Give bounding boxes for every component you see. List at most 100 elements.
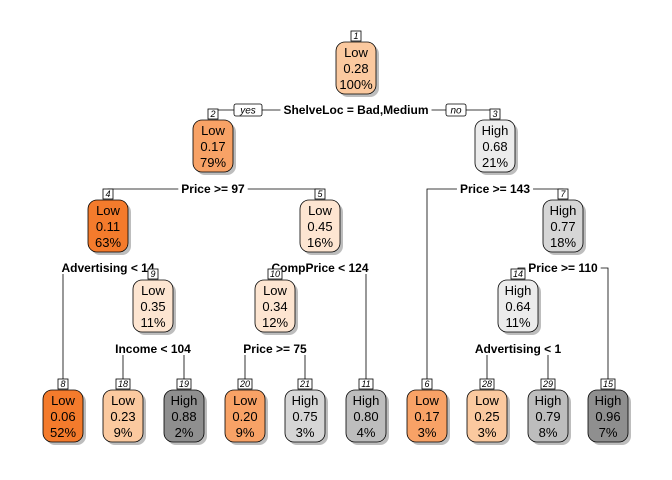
split-label-bg-10 — [240, 342, 310, 355]
node-class-11: High — [353, 393, 380, 408]
node-prob-11: 0.80 — [353, 409, 378, 424]
split-label-3: Price >= 143 — [460, 182, 530, 196]
node-box-3 — [474, 119, 516, 173]
split-label-bg-7 — [525, 261, 601, 274]
node-id-9: 9 — [150, 269, 155, 279]
node-id-box-18 — [115, 378, 131, 390]
node-id-box-11 — [358, 378, 374, 390]
node-id-box-19 — [176, 378, 192, 390]
node-class-4: Low — [96, 203, 120, 218]
node-pct-2: 79% — [200, 155, 226, 170]
node-class-6: Low — [415, 393, 439, 408]
node-id-10: 10 — [270, 269, 280, 279]
split-label-bg-3 — [456, 182, 534, 195]
node-id-box-4 — [102, 188, 114, 200]
node-prob-15: 0.96 — [595, 409, 620, 424]
node-id-box-20 — [237, 378, 253, 390]
node-class-1: Low — [344, 45, 368, 60]
node-box-1 — [335, 41, 377, 95]
edge-tag-no: no — [450, 106, 462, 117]
node-id-1: 1 — [353, 31, 358, 41]
node-pct-28: 3% — [478, 425, 497, 440]
node-pct-14: 11% — [505, 315, 530, 330]
tree-nodes: 1Low0.28100%2Low0.1779%3High0.6821%4Low0… — [42, 30, 631, 445]
node-class-21: High — [292, 393, 319, 408]
node-box-7 — [542, 199, 584, 253]
node-pct-20: 9% — [236, 425, 255, 440]
node-pct-11: 4% — [357, 425, 376, 440]
node-pct-15: 7% — [599, 425, 618, 440]
node-prob-7: 0.77 — [550, 219, 575, 234]
split-label-bg-2 — [178, 182, 248, 195]
node-box-21 — [284, 389, 326, 443]
node-id-box-8 — [57, 378, 69, 390]
node-prob-8: 0.06 — [50, 409, 75, 424]
node-prob-6: 0.17 — [414, 409, 439, 424]
node-id-box-1 — [350, 30, 362, 42]
node-id-box-5 — [314, 188, 326, 200]
node-class-14: High — [505, 283, 532, 298]
split-label-bg-9 — [112, 342, 194, 355]
node-id-box-2 — [207, 108, 219, 120]
node-pct-1: 100% — [339, 77, 373, 92]
node-class-10: Low — [263, 283, 287, 298]
node-class-8: Low — [51, 393, 75, 408]
node-id-box-29 — [540, 378, 556, 390]
node-class-7: High — [550, 203, 577, 218]
node-box-29 — [527, 389, 569, 443]
node-id-5: 5 — [317, 189, 323, 199]
node-prob-18: 0.23 — [110, 409, 135, 424]
node-id-box-10 — [267, 268, 283, 280]
node-pct-5: 16% — [307, 235, 333, 250]
node-box-14 — [497, 279, 539, 333]
node-pct-10: 12% — [262, 315, 288, 330]
node-box-28 — [466, 389, 508, 443]
node-id-8: 8 — [60, 379, 65, 389]
node-pct-18: 9% — [114, 425, 133, 440]
node-box-2 — [192, 119, 234, 173]
node-class-20: Low — [233, 393, 257, 408]
node-pct-8: 52% — [50, 425, 76, 440]
node-prob-29: 0.79 — [535, 409, 560, 424]
node-pct-3: 21% — [482, 155, 508, 170]
node-prob-21: 0.75 — [292, 409, 317, 424]
node-prob-1: 0.28 — [343, 61, 368, 76]
node-box-4 — [87, 199, 129, 253]
node-box-15 — [587, 389, 629, 443]
split-label-4: Advertising < 14 — [61, 261, 154, 275]
node-id-box-28 — [479, 378, 495, 390]
node-id-box-6 — [421, 378, 433, 390]
node-id-box-3 — [489, 108, 501, 120]
node-prob-20: 0.20 — [232, 409, 257, 424]
node-class-15: High — [595, 393, 622, 408]
node-class-19: High — [171, 393, 198, 408]
node-prob-10: 0.34 — [262, 299, 287, 314]
node-id-7: 7 — [560, 189, 566, 199]
node-prob-19: 0.88 — [171, 409, 196, 424]
node-id-19: 19 — [179, 379, 189, 389]
node-box-10 — [254, 279, 296, 333]
node-id-box-9 — [147, 268, 159, 280]
node-id-11: 11 — [361, 379, 370, 389]
edge-tag-no-box — [445, 103, 467, 117]
edge-tag-yes-box — [233, 103, 263, 117]
split-label-9: Income < 104 — [115, 342, 191, 356]
node-box-19 — [163, 389, 205, 443]
